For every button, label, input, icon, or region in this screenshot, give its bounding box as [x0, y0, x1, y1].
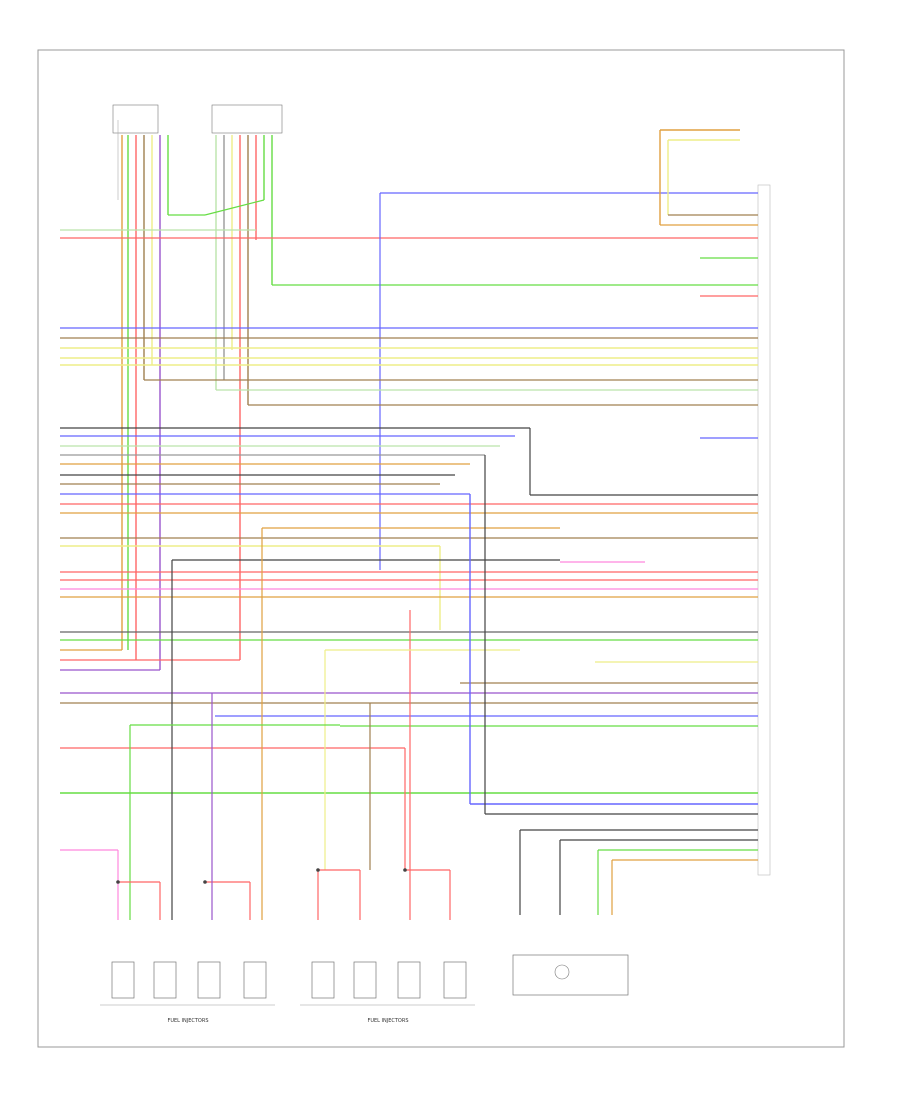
horizontal-wires: [60, 129, 758, 851]
injector-2: [153, 961, 177, 999]
injector-branches: [116, 868, 451, 920]
fuel-injectors-label-2: FUEL INJECTORS: [367, 1018, 408, 1024]
injector-6: [353, 961, 377, 999]
ecm-connector-strip: [757, 184, 771, 876]
right-module: [757, 184, 771, 876]
fuel-injectors-group-2: FUEL INJECTORS: [300, 961, 475, 1024]
mid-top-connector: [211, 104, 283, 134]
injector-1: [111, 961, 135, 999]
throttle-body: [512, 954, 629, 996]
diagram-frame: [37, 49, 845, 1048]
left-top-connector: [112, 104, 159, 200]
lower-vertical-wires: [117, 455, 758, 920]
fuel-injectors-label-1: FUEL INJECTORS: [167, 1018, 208, 1024]
injector-4: [243, 961, 267, 999]
injector-8: [443, 961, 467, 999]
injector-7: [397, 961, 421, 999]
injector-3: [197, 961, 221, 999]
top-vertical-wires: [121, 135, 273, 670]
injector-5: [311, 961, 335, 999]
throttle-body-box: [512, 954, 629, 996]
fuel-injectors-group-1: FUEL INJECTORS: [100, 961, 275, 1024]
